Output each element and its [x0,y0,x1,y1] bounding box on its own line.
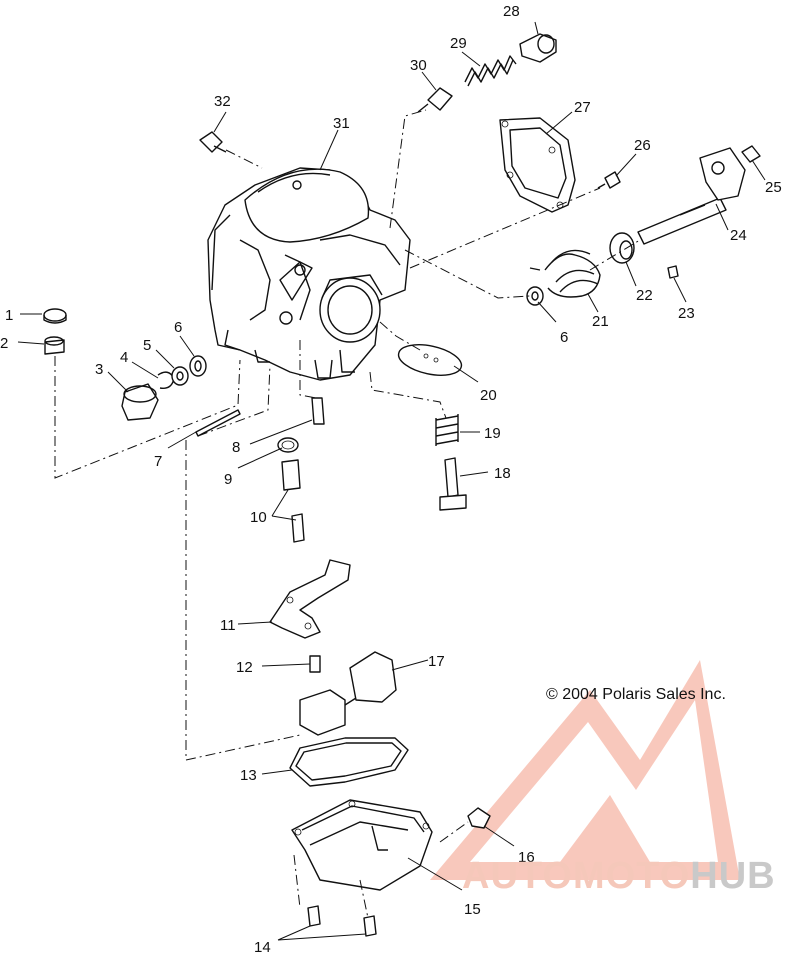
callout-18: 18 [494,465,511,482]
callout-9: 9 [224,471,232,488]
part-23-screw [667,265,679,279]
callout-27: 27 [574,99,591,116]
part-6-washer-left [189,355,207,377]
callout-10: 10 [250,509,267,526]
part-26-screw [597,171,621,189]
part-11-bracket [269,559,351,639]
part-3-cap [121,383,159,421]
part-1-cap [43,308,67,324]
callout-11: 11 [220,617,236,634]
callout-25: 25 [765,179,782,196]
part-25-screw [741,145,761,163]
callout-8: 8 [232,439,240,456]
callout-20: 20 [480,387,497,404]
callout-12: 12 [236,659,253,676]
callout-21: 21 [592,313,609,330]
part-12-screw [309,655,321,673]
part-32-screw [199,131,227,153]
callout-16: 16 [518,849,535,866]
callout-31: 31 [333,115,350,132]
part-10-needle-jet [281,459,305,543]
copyright-notice: © 2004 Polaris Sales Inc. [546,686,726,703]
callout-29: 29 [450,35,467,52]
leader-lines [17,21,766,941]
part-19-spring [435,414,459,446]
part-2-plug [44,336,65,355]
callout-32: 32 [214,93,231,110]
part-6-washer-right [526,286,544,306]
callout-6-right: 6 [560,329,568,346]
part-30-needle [417,87,453,113]
callout-5: 5 [143,337,151,354]
part-7-pin [195,409,241,437]
part-8-jet [311,397,325,425]
alignment-lines [54,109,641,919]
part-27-gasket [499,117,576,213]
part-5-washer [171,366,189,386]
part-21-spring [529,249,601,298]
callout-14: 14 [254,939,271,953]
callout-6-left: 6 [174,319,182,336]
callout-30: 30 [410,57,427,74]
part-29-spring [464,55,517,87]
carburetor-body [207,167,411,381]
part-15-float-bowl [291,799,433,891]
callout-15: 15 [464,901,481,918]
part-20-throttle-plate [397,344,463,376]
callout-labels: 1 2 3 4 5 6 7 8 9 10 11 12 13 14 15 16 1… [0,3,782,953]
part-9-oring [277,437,299,453]
watermark-text-part1: AUTOMOTO [462,855,691,897]
callout-26: 26 [634,137,651,154]
callout-19: 19 [484,425,501,442]
callout-7: 7 [154,453,162,470]
callout-3: 3 [95,361,103,378]
callout-2: 2 [0,335,8,352]
callout-13: 13 [240,767,257,784]
part-22-collar [609,232,635,264]
part-14-screws [307,905,377,937]
callout-28: 28 [503,3,520,20]
callout-1: 1 [5,307,13,324]
callout-22: 22 [636,287,653,304]
watermark-logo [430,660,740,880]
part-17-float [299,651,397,736]
callout-24: 24 [730,227,747,244]
watermark-text-part2: HUB [690,855,776,897]
part-16-screw [467,807,491,829]
callout-4: 4 [120,349,128,366]
part-28-plunger [519,33,557,63]
part-13-gasket [289,737,409,787]
watermark-text: AUTOMOTOHUB [462,855,776,898]
callout-17: 17 [428,653,445,670]
callout-23: 23 [678,305,695,322]
part-18-screw [439,457,467,511]
part-24-shaft [637,147,746,245]
